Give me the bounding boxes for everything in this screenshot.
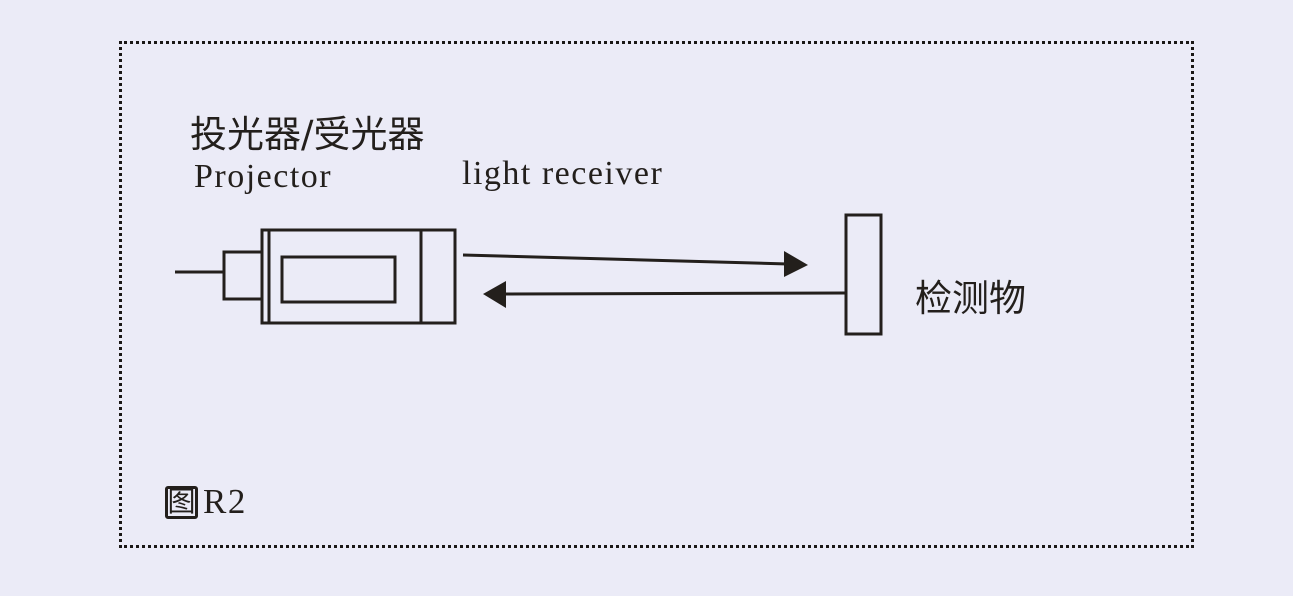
emitted-arrowhead-icon	[784, 251, 808, 277]
figure-caption: R2	[203, 482, 247, 521]
connector-body	[222, 250, 264, 301]
reflected-arrowhead-icon	[483, 281, 506, 308]
projector-label: Projector	[194, 158, 333, 195]
reflected-light-line	[501, 291, 847, 296]
receiver-label: light receiver	[462, 155, 664, 192]
figure-icon: 图	[165, 485, 198, 519]
sensor-window	[280, 255, 397, 304]
sensor-housing	[260, 228, 457, 325]
dotted-frame	[119, 41, 1194, 548]
object-label: 检测物	[915, 277, 1026, 320]
emitted-light-line	[462, 253, 789, 266]
detected-object	[844, 213, 883, 336]
diagram-title: 投光器/受光器	[190, 113, 425, 156]
